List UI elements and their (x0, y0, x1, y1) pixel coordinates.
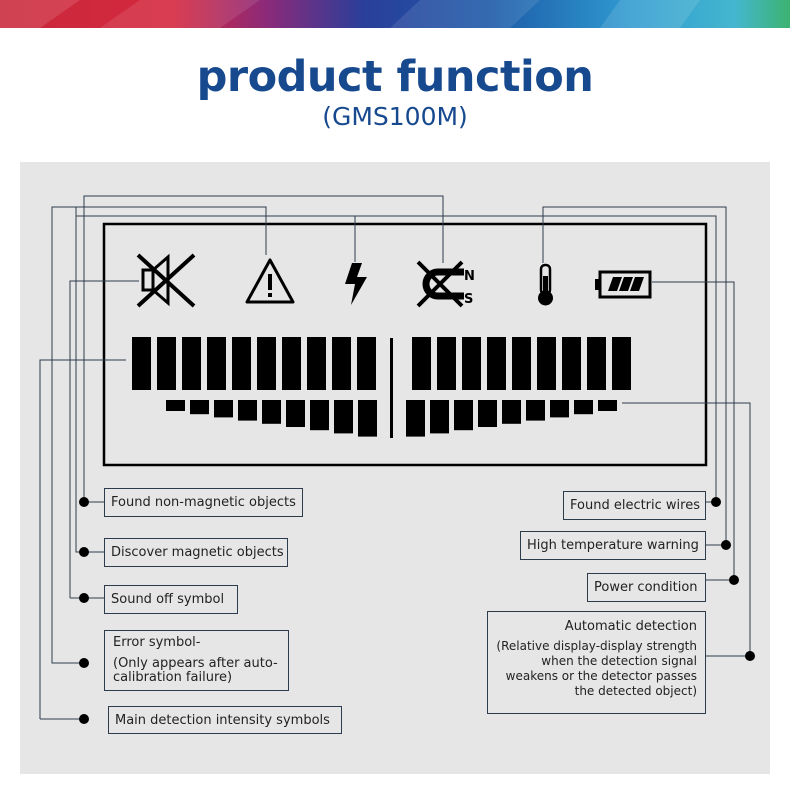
label-power-text: Power condition (594, 580, 698, 595)
small-bar-left (310, 400, 329, 431)
small-bar-left (166, 400, 185, 411)
main-bar-right (462, 337, 481, 390)
main-bar-right (512, 337, 531, 390)
label-high-temp-text: High temperature warning (527, 538, 699, 553)
small-bar-right (526, 400, 545, 421)
main-bar-right (437, 337, 456, 390)
small-bar-right (502, 400, 521, 424)
label-sound-off-text: Sound off symbol (111, 592, 225, 607)
label-error-symbol: Error symbol- (Only appears after auto-c… (104, 630, 289, 691)
main-bar-right (412, 337, 431, 390)
small-bar-left (214, 400, 233, 418)
main-bar-left (257, 337, 276, 390)
warning-triangle-icon (245, 258, 295, 304)
label-auto-detail: (Relative display-display strength when … (496, 639, 697, 698)
main-bar-left (207, 337, 226, 390)
small-bar-left (286, 400, 305, 427)
model-subtitle: (GMS100M) (322, 102, 468, 131)
decorative-color-bar (0, 0, 790, 28)
small-bar-right (550, 400, 569, 418)
small-bar-left (262, 400, 281, 424)
small-bar-right (406, 400, 425, 437)
small-bar-right (478, 400, 497, 427)
label-error-title: Error symbol- (113, 635, 201, 650)
main-bar-right (487, 337, 506, 390)
label-main-intensity-text: Main detection intensity symbols (115, 712, 330, 728)
label-error-detail: (Only appears after auto-calibration fai… (113, 656, 278, 685)
magnet-n-label: N (464, 269, 475, 284)
main-bar-left (182, 337, 201, 390)
label-electric-wires: Found electric wires (563, 491, 706, 520)
thermometer-icon (538, 263, 553, 306)
main-bar-left (232, 337, 251, 390)
small-bar-left (334, 400, 353, 434)
small-bar-right (598, 400, 617, 411)
label-magnetic-text: Discover magnetic objects (111, 545, 284, 560)
label-auto-title: Automatic detection (564, 619, 697, 634)
label-magnetic: Discover magnetic objects (104, 538, 288, 567)
leader-lines (39, 195, 751, 720)
small-bar-left (238, 400, 257, 421)
magnet-icon: N S (416, 260, 475, 308)
label-power: Power condition (587, 573, 706, 602)
magnet-s-label: S (464, 292, 473, 307)
bar-divider (390, 338, 393, 438)
main-bar-left (132, 337, 151, 390)
label-auto-detection: Automatic detection (Relative display-di… (487, 611, 706, 714)
main-bar-left (282, 337, 301, 390)
main-bar-right (612, 337, 631, 390)
label-main-intensity: Main detection intensity symbols (108, 706, 342, 734)
label-non-magnetic-text: Found non-magnetic objects (111, 495, 296, 510)
label-electric-wires-text: Found electric wires (570, 498, 700, 513)
main-bar-right (587, 337, 606, 390)
main-bar-left (332, 337, 351, 390)
sound-off-icon (136, 253, 196, 308)
main-bar-left (357, 337, 376, 390)
label-non-magnetic: Found non-magnetic objects (104, 488, 303, 517)
main-bar-left (157, 337, 176, 390)
page-title: product function (196, 52, 594, 102)
intensity-bars (132, 337, 631, 437)
main-bar-right (537, 337, 556, 390)
main-bar-left (307, 337, 326, 390)
main-bar-right (562, 337, 581, 390)
small-bar-left (190, 400, 209, 415)
small-bar-right (454, 400, 473, 431)
small-bar-left (358, 400, 377, 437)
small-bar-right (574, 400, 593, 415)
label-sound-off: Sound off symbol (104, 585, 238, 614)
label-high-temp: High temperature warning (520, 531, 706, 560)
leader-dots (79, 497, 755, 724)
small-bar-right (430, 400, 449, 434)
battery-icon (595, 270, 652, 299)
lightning-icon (345, 263, 367, 305)
